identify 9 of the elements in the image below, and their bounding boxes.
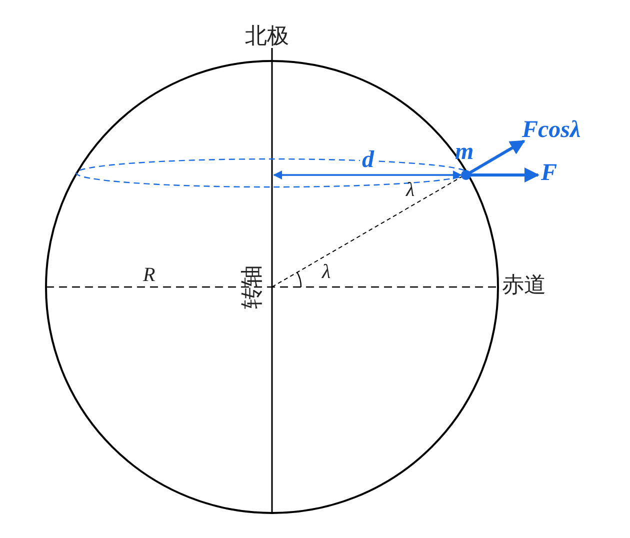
force-label: F <box>541 161 558 185</box>
mass-label: m <box>455 140 474 164</box>
equator-label: 赤道 <box>502 275 546 297</box>
pole-label: 北极 <box>245 26 289 48</box>
radius-label: R <box>143 265 156 285</box>
angle-label: λ <box>322 262 331 282</box>
force-component-label: Fcosλ <box>522 118 581 142</box>
axis-label: 转轴 <box>242 265 264 309</box>
angle-label: λ <box>406 180 415 200</box>
